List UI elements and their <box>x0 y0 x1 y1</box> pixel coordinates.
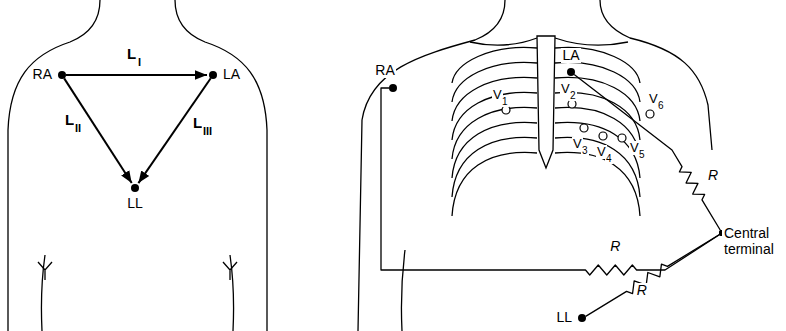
electrode-subscript: 1 <box>501 96 509 107</box>
lead-name: LL <box>126 196 144 211</box>
resistor-label: R <box>609 239 621 254</box>
lead-name: RA <box>32 67 53 82</box>
electrode <box>646 110 654 118</box>
electrode-terminal: LL <box>131 184 139 192</box>
torso-outline <box>600 0 712 150</box>
electrode <box>599 132 607 140</box>
rib <box>452 77 537 121</box>
lead-name: LA <box>222 67 241 82</box>
rib <box>555 122 640 178</box>
electrode-terminal: LA <box>209 71 217 79</box>
rib <box>555 152 640 216</box>
terminal-label-box: Central terminal <box>722 222 786 260</box>
body-outline <box>8 0 100 331</box>
body-outline <box>175 0 267 331</box>
armpit-mark <box>223 262 237 280</box>
electrode-subscript: 2 <box>569 90 577 101</box>
clavicle <box>470 38 537 45</box>
lead-name: L <box>126 46 137 63</box>
rib <box>452 137 537 197</box>
rib <box>452 107 537 159</box>
electrode-terminal: RA <box>58 71 66 79</box>
electrode-terminal: LA <box>567 68 575 76</box>
electrode-subscript: 5 <box>638 149 646 160</box>
lead-name: LL <box>555 310 573 325</box>
clavicle <box>555 38 628 45</box>
lead-arrow <box>64 78 132 183</box>
rib <box>452 152 537 216</box>
lead-subscript: II <box>74 122 82 134</box>
electrode <box>568 100 576 108</box>
lead-arrow <box>138 78 210 183</box>
electrode-subscript: 3 <box>581 145 589 156</box>
lead-subscript: I <box>137 56 142 68</box>
resistor-label: R <box>636 283 648 298</box>
electrode-terminal: RA <box>389 84 397 92</box>
torso-outline <box>358 0 505 331</box>
arm-line <box>401 250 405 331</box>
resistor-wire <box>381 88 722 275</box>
lead-subscript: III <box>202 125 213 137</box>
armpit-mark <box>38 262 52 280</box>
electrode <box>580 124 588 132</box>
electrode <box>502 106 510 114</box>
electrode-subscript: 4 <box>605 153 613 164</box>
electrode <box>618 134 626 142</box>
resistor-label: R <box>707 168 719 183</box>
lead-arrow <box>66 74 207 76</box>
electrode-subscript: 6 <box>657 100 665 111</box>
lead-name: RA <box>374 63 395 78</box>
lead-name: LA <box>561 48 580 63</box>
electrode-terminal: LL <box>578 314 586 322</box>
rib <box>555 77 640 121</box>
terminal-name: Central terminal <box>724 225 784 257</box>
rib <box>555 137 640 197</box>
resistor-wire <box>586 233 722 316</box>
resistor-wire <box>574 74 722 233</box>
sternum <box>537 36 555 168</box>
rib <box>452 122 537 178</box>
